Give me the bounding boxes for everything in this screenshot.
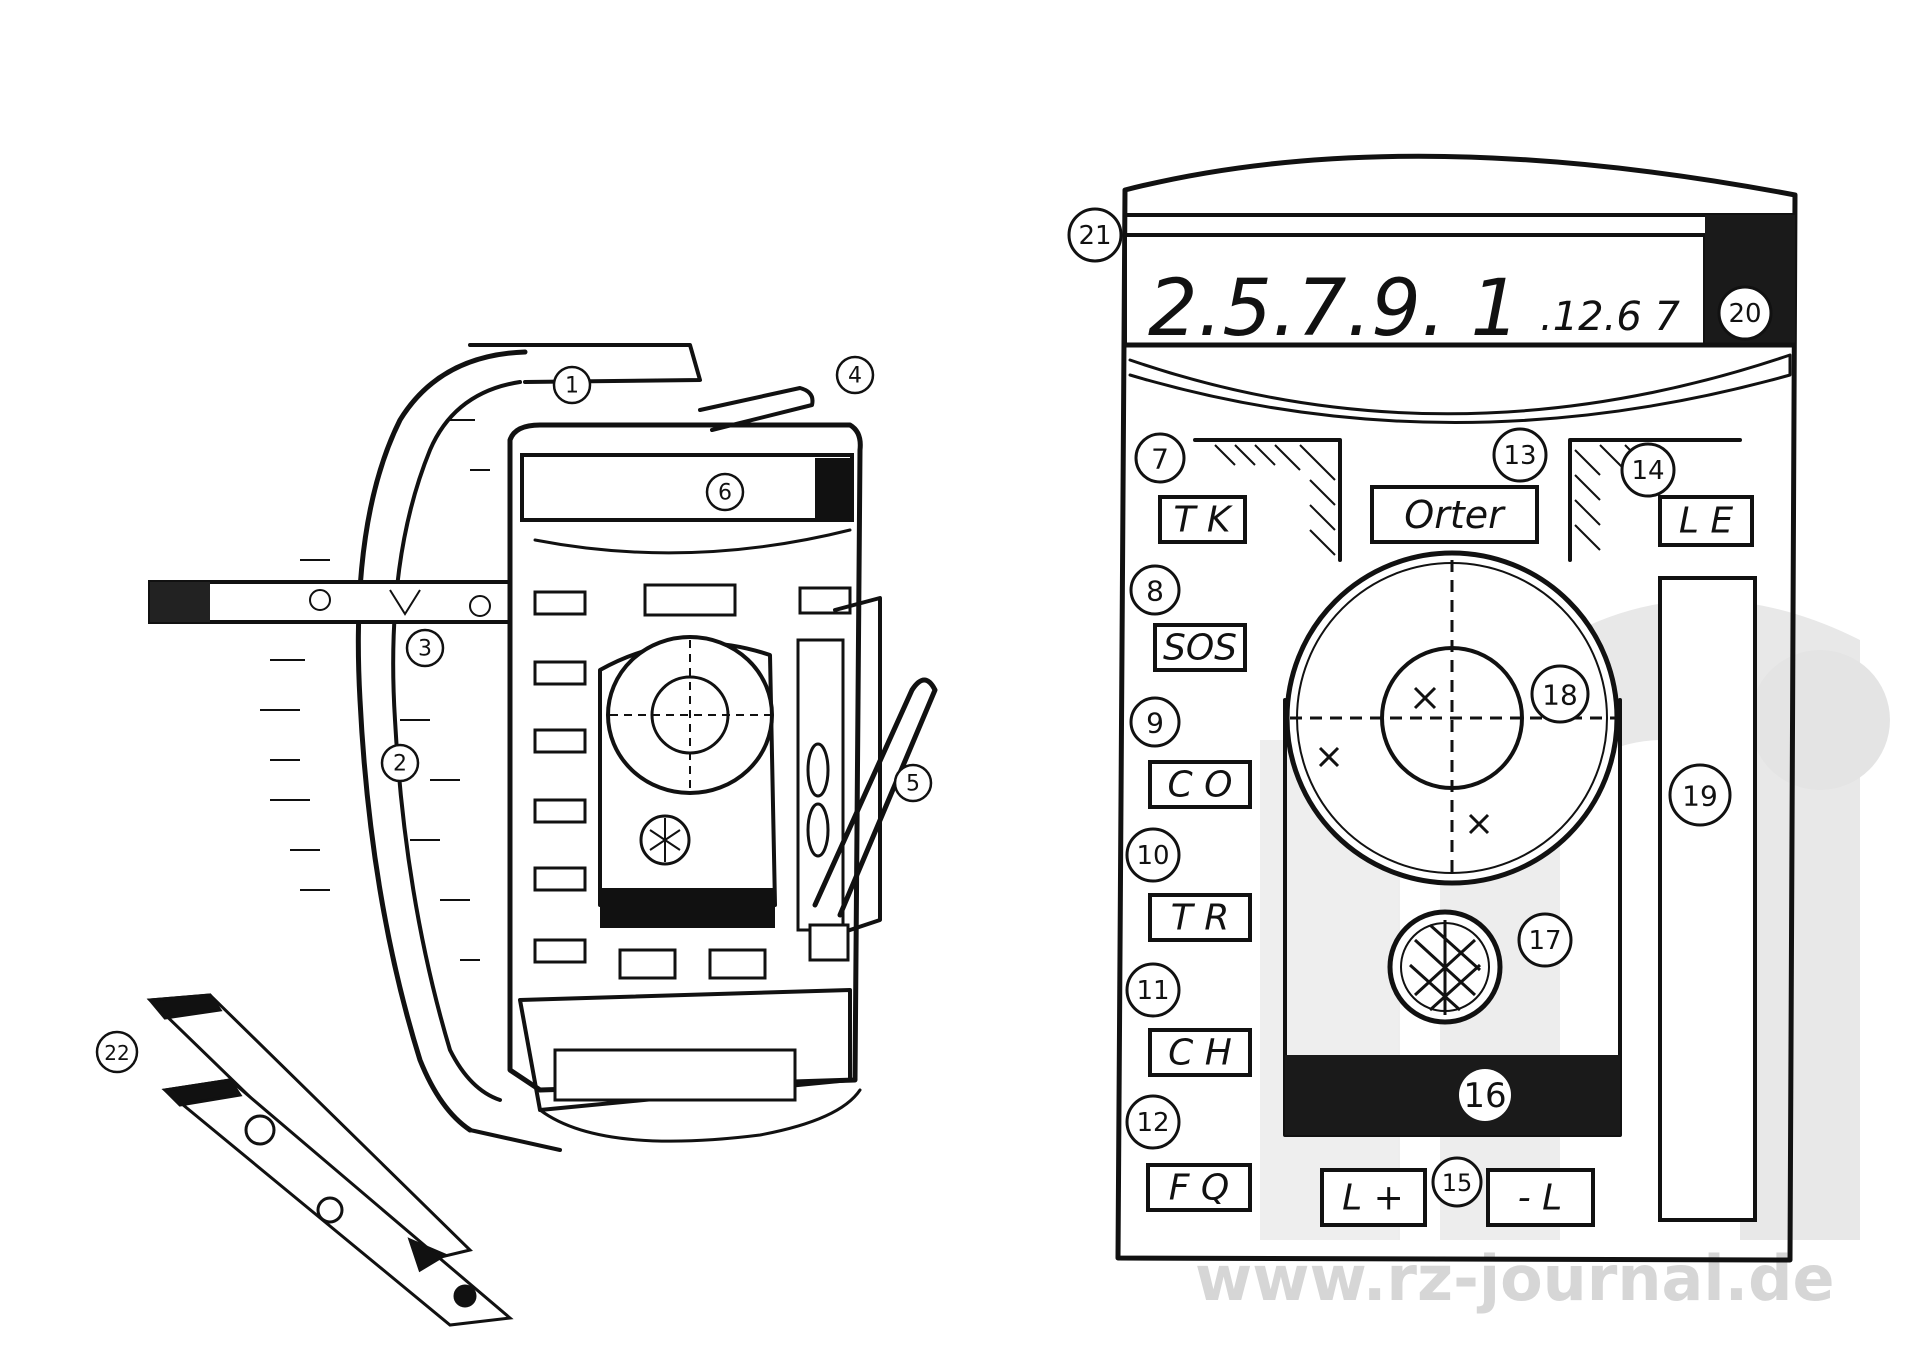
strap-inner [391,380,522,1102]
wrist-device-perspective: 1 2 3 4 5 6 22 [95,343,938,1327]
callout-11: 11 [1125,962,1181,1018]
svg-text:10: 10 [1136,841,1169,871]
callout-18: 18 [1530,664,1590,724]
button-l-plus[interactable]: L + [1320,1168,1427,1227]
callout-5: 5 [893,763,933,803]
svg-text:11: 11 [1136,976,1169,1006]
callout-21: 21 [1067,207,1123,263]
svg-text:15: 15 [1442,1169,1473,1197]
svg-text:Orter: Orter [1404,493,1506,537]
svg-text:3: 3 [418,637,432,662]
svg-text:14: 14 [1631,456,1664,486]
panel-casing [1115,153,1798,1263]
device-body [507,422,863,1093]
button-tr[interactable]: T R [1148,893,1252,942]
svg-text:18: 18 [1542,679,1578,712]
callout-16: 16 [1463,1076,1506,1116]
svg-text:L E: L E [1679,501,1734,542]
svg-text:F Q: F Q [1169,1168,1230,1209]
strap-shading [260,419,490,961]
callout-1: 1 [552,365,592,405]
button-le[interactable]: L E [1658,495,1754,547]
callout-17: 17 [1517,912,1573,968]
svg-text:20: 20 [1728,299,1761,329]
svg-text:- L: - L [1518,1178,1563,1219]
svg-text:C O: C O [1168,765,1233,806]
cards [146,993,514,1327]
callout-14: 14 [1620,442,1676,498]
device-display [520,453,854,522]
svg-text:22: 22 [104,1041,129,1065]
svg-text:T R: T R [1171,898,1229,939]
display-big-digits: 2.5.7.9. 1 [1148,264,1520,354]
button-ch[interactable]: C H [1148,1028,1252,1077]
button-sos[interactable]: SOS [1153,623,1247,672]
svg-text:T K: T K [1173,500,1232,541]
callout-7: 7 [1134,432,1186,484]
svg-text:16: 16 [1463,1076,1506,1116]
svg-text:2: 2 [393,752,407,777]
status-strip [1285,1055,1620,1135]
button-tk[interactable]: T K [1158,495,1247,544]
antenna [698,386,815,432]
callout-8: 8 [1129,564,1181,616]
svg-text:5: 5 [906,772,920,797]
svg-text:21: 21 [1078,221,1111,251]
vertical-gauge-bar [1658,576,1757,1222]
svg-text:13: 13 [1503,441,1536,471]
svg-text:7: 7 [1151,443,1169,476]
button-co[interactable]: C O [1148,760,1252,809]
strap-top [468,343,702,384]
button-orter[interactable]: Orter [1370,485,1539,544]
side-buttons [533,583,852,980]
display-small-digits: .12.6 7 [1540,294,1680,340]
watermark-url: www.rz-journal.de [1195,1242,1835,1315]
svg-text:L +: L + [1342,1178,1404,1219]
callout-6: 6 [705,472,745,512]
callout-10: 10 [1125,827,1181,883]
callout-20: 20 [1717,285,1773,341]
callout-22: 22 [95,1030,139,1074]
svg-text:SOS: SOS [1163,628,1237,669]
svg-text:6: 6 [718,481,732,506]
svg-text:19: 19 [1682,780,1718,813]
svg-text:4: 4 [848,364,862,389]
bracket-left [1193,438,1342,562]
svg-text:8: 8 [1146,575,1164,608]
svg-text:9: 9 [1146,707,1164,740]
left-callouts: 1 2 3 4 5 6 22 [95,355,933,1074]
button-fq[interactable]: F Q [1146,1163,1252,1212]
ruler-tip [150,582,210,622]
strap-outer [355,349,528,1133]
right-callouts: 7 8 9 10 11 12 13 14 15 16 17 18 19 20 2… [1067,207,1773,1208]
callout-3: 3 [405,628,445,668]
button-minus-l[interactable]: - L [1486,1168,1595,1227]
callout-12: 12 [1125,1094,1181,1150]
locator-module [1283,550,1622,1137]
callout-4: 4 [835,355,875,395]
svg-text:C H: C H [1168,1033,1232,1074]
callout-13: 13 [1492,427,1548,483]
callout-19: 19 [1668,763,1732,827]
svg-text:12: 12 [1136,1108,1169,1138]
svg-text:1: 1 [565,374,579,399]
callout-9: 9 [1129,696,1181,748]
callout-2: 2 [380,743,420,783]
callout-15: 15 [1431,1156,1483,1208]
front-panel: 2.5.7.9. 1 .12.6 7 T K SOS [1067,153,1798,1263]
svg-text:17: 17 [1528,926,1561,956]
